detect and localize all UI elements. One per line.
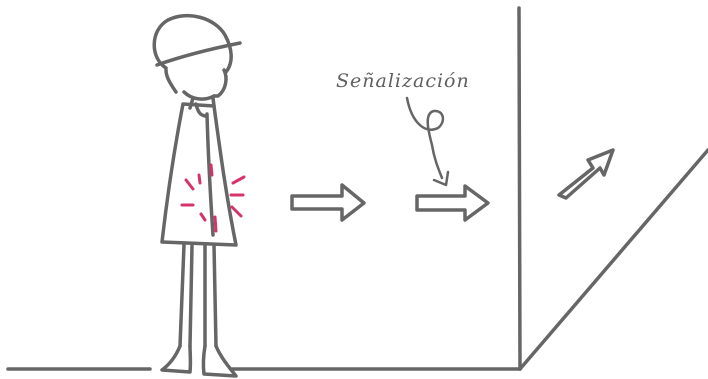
- pain-mark-2: [199, 175, 200, 183]
- pain-mark-3: [211, 165, 212, 175]
- person-face: [214, 70, 226, 96]
- signage-annotation-label: Señalización: [336, 70, 470, 92]
- person-leg-left-outer: [180, 245, 184, 346]
- person-boot-left: [162, 346, 190, 372]
- wall-corner-line: [519, 8, 520, 369]
- helmet-brim: [157, 43, 240, 65]
- annotation-pointer: [407, 98, 443, 178]
- arrow-right-1: [292, 185, 364, 220]
- arrow-right-2: [417, 186, 488, 220]
- pain-mark-9: [215, 217, 216, 231]
- pain-mark-6: [232, 207, 241, 216]
- wall-diagonal-edge: [520, 150, 708, 369]
- pain-mark-1: [186, 180, 193, 189]
- person-boot-right: [203, 346, 236, 376]
- person-figure: [154, 16, 240, 376]
- pain-mark-4: [233, 177, 244, 183]
- floor-and-wall: [8, 8, 708, 369]
- person-chin-line: [184, 92, 214, 99]
- person-leg-left-inner: [190, 246, 192, 346]
- arrow-diagonal: [559, 150, 613, 198]
- helmet-line: [166, 70, 176, 92]
- pain-mark-8: [201, 214, 205, 220]
- person-leg-right-inner: [214, 245, 216, 346]
